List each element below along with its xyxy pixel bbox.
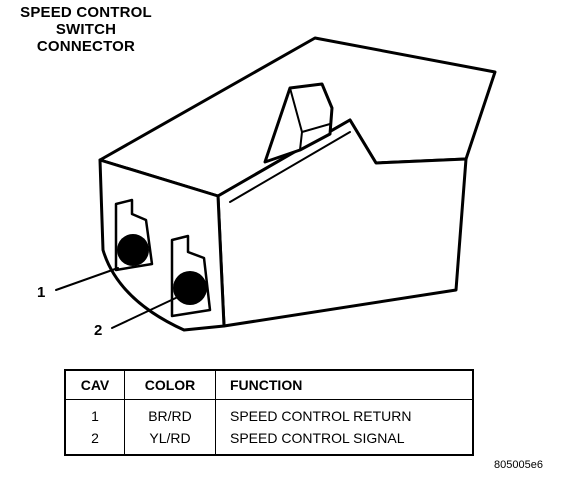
cell-function: SPEED CONTROL SIGNAL <box>230 430 405 446</box>
header-cav: CAV <box>65 370 125 400</box>
table-row: 1 BR/RD SPEED CONTROL RETURN <box>65 399 473 427</box>
title-line-3: CONNECTOR <box>36 38 136 55</box>
title-line-2: SWITCH <box>55 21 117 38</box>
leader-line-2 <box>111 295 181 329</box>
title-line-1: SPEED CONTROL <box>20 4 152 21</box>
terminal-2 <box>173 271 207 305</box>
diagram-title: SPEED CONTROL SWITCH CONNECTOR <box>6 4 166 55</box>
cell-function: SPEED CONTROL RETURN <box>230 408 412 424</box>
table-header-row: CAV COLOR FUNCTION <box>65 370 473 400</box>
header-color: COLOR <box>124 370 216 400</box>
cell-color: YL/RD <box>124 427 216 455</box>
leader-line-1 <box>55 267 119 291</box>
connector-illustration <box>55 36 497 332</box>
callout-pin-2: 2 <box>94 322 103 339</box>
table-row: 2 YL/RD SPEED CONTROL SIGNAL <box>65 427 473 455</box>
pinout-table: CAV COLOR FUNCTION 1 BR/RD SPEED CONTROL… <box>64 369 474 456</box>
terminal-1 <box>117 234 149 266</box>
callout-pin-1: 1 <box>37 284 46 301</box>
cell-cav: 1 <box>65 399 125 427</box>
header-function: FUNCTION <box>215 370 473 400</box>
figure-id: 805005e6 <box>494 459 543 471</box>
cell-cav: 2 <box>65 427 125 455</box>
cell-color: BR/RD <box>124 399 216 427</box>
